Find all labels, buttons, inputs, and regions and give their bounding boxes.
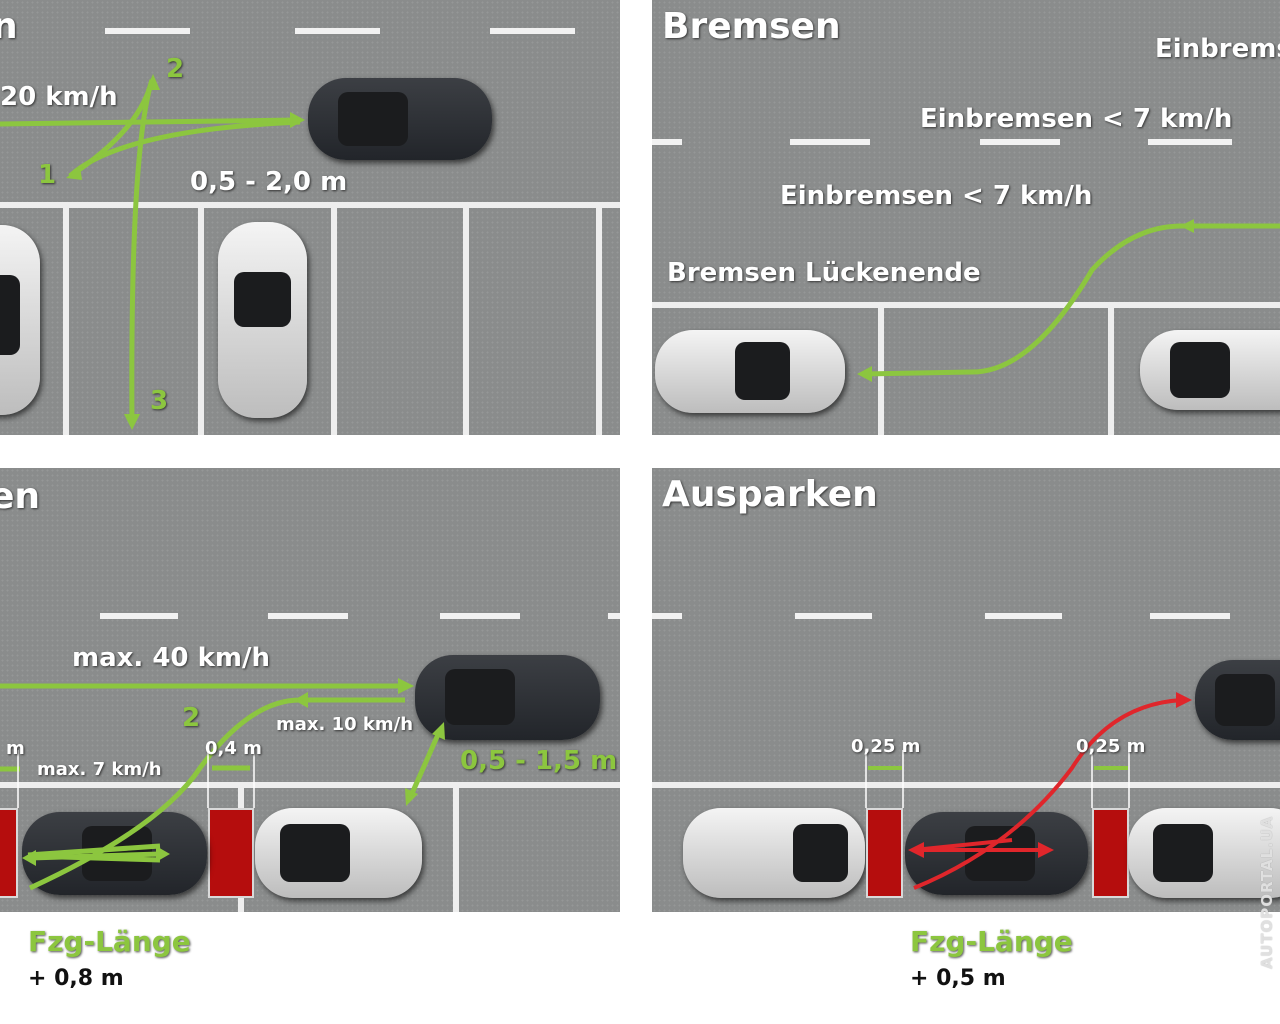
car-dark-partial bbox=[1195, 660, 1280, 740]
parking-line bbox=[596, 202, 602, 435]
distance-label: 0,5 - 1,5 m bbox=[460, 746, 618, 776]
parking-line bbox=[652, 302, 1280, 308]
brake-label: Einbrems bbox=[1155, 34, 1280, 64]
car-white-partial bbox=[1140, 330, 1280, 410]
panel-einparken-quer: n 20 km/h 2 1 3 0,5 - 2,0 m bbox=[0, 0, 620, 435]
car-white bbox=[255, 808, 422, 898]
car-white-partial bbox=[1128, 808, 1280, 898]
gap-block bbox=[1092, 808, 1129, 898]
lane-dash bbox=[295, 28, 380, 34]
gap-label: 0,25 m bbox=[851, 736, 921, 757]
parking-line bbox=[0, 202, 620, 208]
car-white bbox=[655, 330, 845, 413]
vehicle-length-label: Fzg-Länge bbox=[910, 925, 1073, 958]
car-dark bbox=[415, 655, 600, 740]
speed-label: max. 10 km/h bbox=[276, 714, 414, 735]
maneuver-arrows bbox=[0, 678, 445, 891]
car-white-partial bbox=[0, 225, 40, 415]
speed-label: max. 40 km/h bbox=[72, 643, 270, 673]
parking-line bbox=[0, 782, 620, 788]
maneuver-arrows bbox=[865, 692, 1192, 890]
gap-label: 0,4 m bbox=[205, 738, 262, 759]
panel-title: Bremsen bbox=[662, 6, 841, 47]
gap-label: m bbox=[6, 738, 25, 759]
panel-ausparken: Ausparken 0,25 m 0,25 m bbox=[652, 468, 1280, 912]
speed-label: max. 7 km/h bbox=[37, 759, 162, 780]
braking-arrow bbox=[857, 219, 1280, 382]
parking-line bbox=[198, 202, 204, 435]
lane-dash bbox=[490, 28, 575, 34]
gap-label: 0,25 m bbox=[1076, 736, 1146, 757]
vehicle-length-extra: + 0,5 m bbox=[910, 966, 1006, 991]
panel-bremsen: Bremsen Einbrems Einbremsen < 7 km/h Ein… bbox=[652, 0, 1280, 435]
brake-label: Bremsen Lückenende bbox=[667, 258, 981, 288]
step-label: 2 bbox=[182, 703, 201, 733]
lane-dash bbox=[105, 28, 190, 34]
step-label: 2 bbox=[166, 54, 185, 84]
car-dark bbox=[308, 78, 492, 160]
brake-label: Einbremsen < 7 km/h bbox=[920, 104, 1233, 134]
panel-einparken-laengs: en max. 40 km/h 2 max. 10 km/h m max. 7 … bbox=[0, 468, 620, 912]
gap-block bbox=[0, 808, 18, 898]
panel-title: n bbox=[0, 6, 18, 47]
speed-label: 20 km/h bbox=[0, 82, 118, 112]
vehicle-length-label: Fzg-Länge bbox=[28, 925, 191, 958]
parking-line bbox=[331, 202, 337, 435]
car-white bbox=[218, 222, 307, 418]
brake-label: Einbremsen < 7 km/h bbox=[780, 181, 1093, 211]
distance-label: 0,5 - 2,0 m bbox=[190, 167, 348, 197]
watermark: AUTOPORTAL.UA bbox=[1258, 815, 1276, 969]
car-white bbox=[683, 808, 865, 898]
panel-title: en bbox=[0, 476, 41, 517]
gap-block bbox=[208, 808, 254, 898]
car-dark-parking bbox=[905, 812, 1088, 895]
step-label: 3 bbox=[150, 386, 169, 416]
panel-title: Ausparken bbox=[662, 474, 878, 515]
step-label: 1 bbox=[38, 160, 57, 190]
vehicle-length-extra: + 0,8 m bbox=[28, 966, 124, 991]
parking-line bbox=[652, 782, 1280, 788]
parking-line bbox=[463, 202, 469, 435]
gap-block bbox=[866, 808, 903, 898]
maneuver-arrows bbox=[0, 74, 305, 430]
parking-line bbox=[63, 202, 69, 435]
